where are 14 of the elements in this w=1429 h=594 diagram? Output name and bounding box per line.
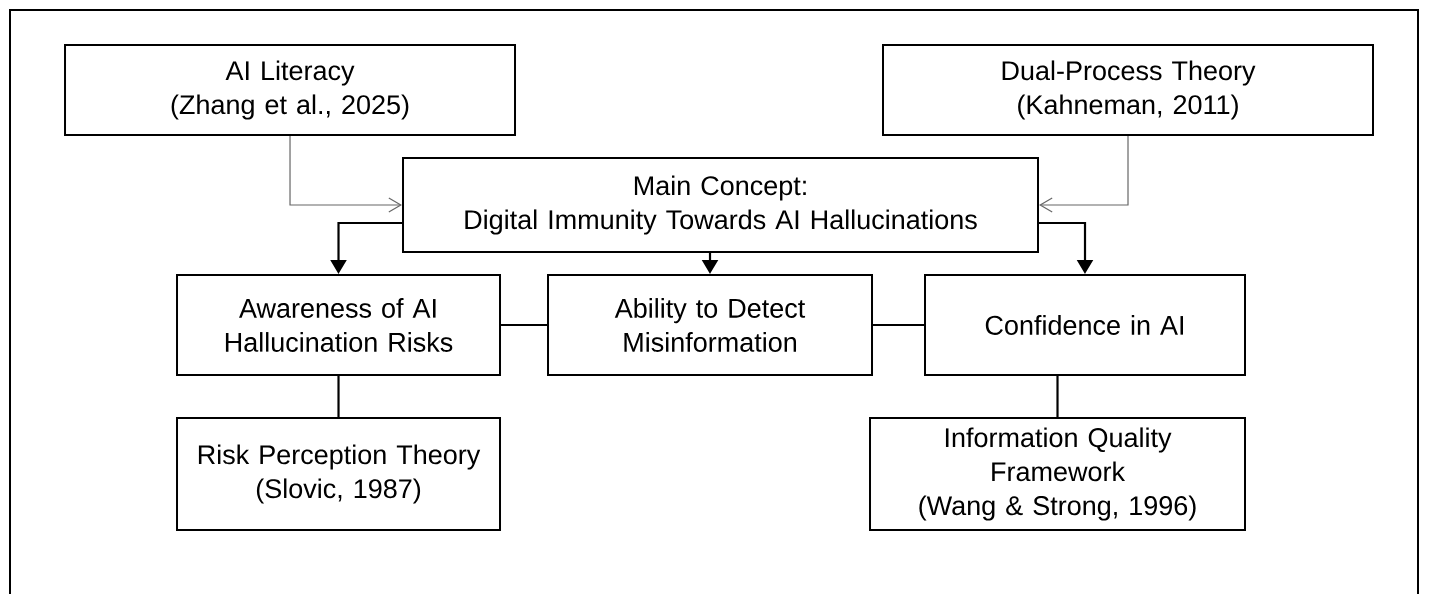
- concept-box: AI Literacy (Zhang et al., 2025): [64, 44, 516, 136]
- concept-box: Dual-Process Theory (Kahneman, 2011): [882, 44, 1374, 136]
- concept-box: Main Concept: Digital Immunity Towards AI Hallucinations: [402, 157, 1039, 253]
- concept-box: Risk Perception Theory (Slovic, 1987): [176, 417, 501, 531]
- connector: [1039, 135, 1129, 213]
- connector: [289, 135, 402, 213]
- connector: [1056, 376, 1059, 417]
- concept-box: Ability to Detect Misinformation: [547, 274, 873, 376]
- concept-box: Awareness of AI Hallucination Risks: [176, 274, 501, 376]
- concept-box: Information Quality Framework (Wang & Strong, 1996): [869, 417, 1246, 531]
- connector: [873, 323, 924, 327]
- concept-box: Confidence in AI: [924, 274, 1246, 376]
- connector: [501, 323, 547, 327]
- connector: [337, 376, 340, 417]
